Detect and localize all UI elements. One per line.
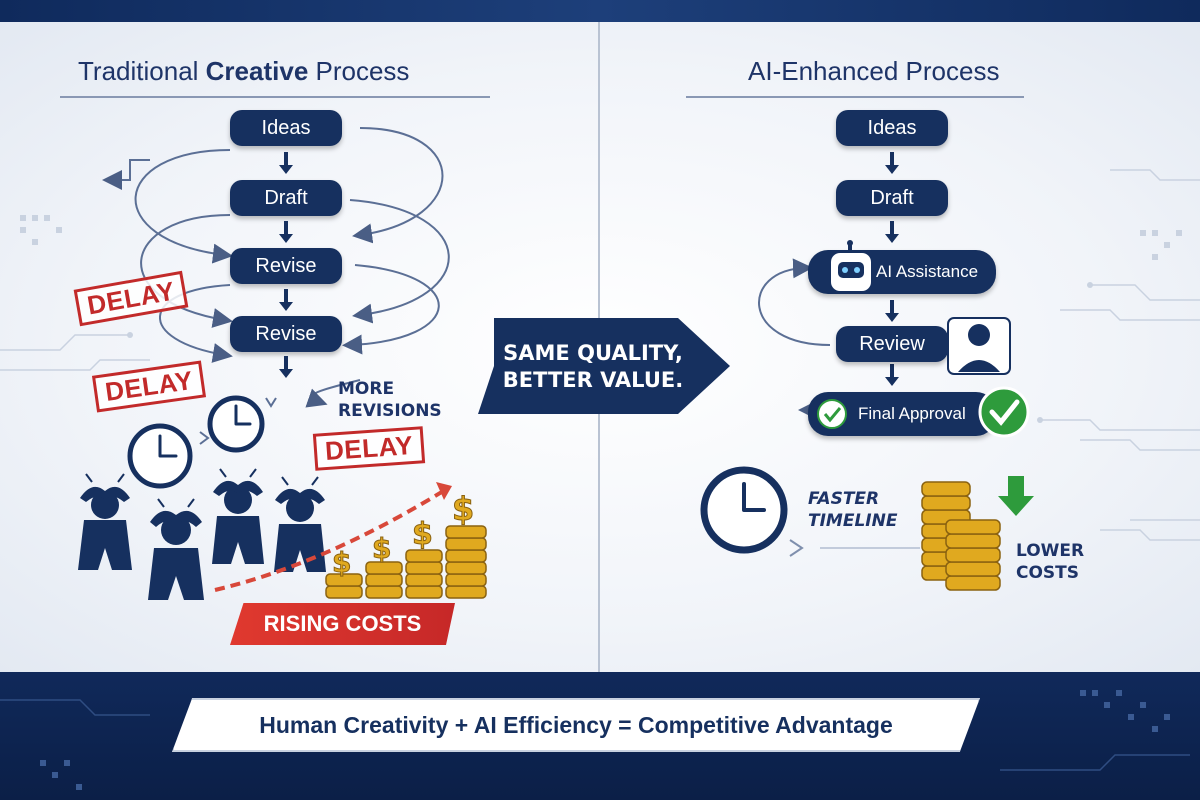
down-arrow-icon bbox=[885, 152, 899, 174]
final-approval-label: Final Approval bbox=[858, 404, 966, 423]
center-line-1: SAME QUALITY, bbox=[503, 341, 683, 365]
lower-costs-label: LOWER COSTS bbox=[1016, 541, 1085, 583]
faster-timeline-label: FASTER TIMELINE bbox=[808, 489, 898, 531]
ai-assistance-label: AI Assistance bbox=[876, 262, 979, 281]
stressed-person-icon bbox=[212, 480, 264, 564]
down-arrow-icon bbox=[279, 356, 293, 378]
step-revise-2: Revise bbox=[230, 316, 342, 352]
dollar-icon: $ bbox=[372, 532, 391, 565]
coin-stack-icon bbox=[921, 481, 1001, 591]
step-revise-1: Revise bbox=[230, 248, 342, 284]
down-arrow-icon bbox=[279, 152, 293, 174]
step-ideas-right: Ideas bbox=[836, 110, 948, 146]
center-line-2: BETTER VALUE. bbox=[502, 368, 684, 392]
step-ideas-left: Ideas bbox=[230, 110, 342, 146]
top-band bbox=[0, 0, 1200, 22]
check-icon bbox=[817, 399, 847, 429]
dollar-icon: $ bbox=[452, 490, 474, 528]
clock-icon bbox=[127, 423, 193, 489]
check-icon bbox=[978, 386, 1030, 438]
center-message: SAME QUALITY, BETTER VALUE. bbox=[498, 340, 688, 394]
step-draft-left: Draft bbox=[230, 180, 342, 216]
right-title-rule bbox=[686, 96, 1024, 98]
down-arrow-icon bbox=[279, 289, 293, 311]
left-panel-title: Traditional Creative Process bbox=[78, 56, 410, 86]
dollar-icon: $ bbox=[412, 517, 433, 552]
down-arrow-icon bbox=[279, 221, 293, 243]
rising-costs-banner: RISING COSTS bbox=[230, 603, 455, 645]
center-arrow-icon bbox=[478, 318, 730, 414]
more-revisions-label: MORE REVISIONS bbox=[338, 379, 442, 421]
footer-tagline: Human Creativity + AI Efficiency = Compe… bbox=[259, 711, 893, 738]
right-panel-title: AI-Enhanced Process bbox=[748, 56, 1000, 86]
down-arrow-icon bbox=[885, 221, 899, 243]
step-draft-right: Draft bbox=[836, 180, 948, 216]
down-arrow-icon bbox=[885, 364, 899, 386]
stressed-person-icon bbox=[78, 486, 132, 570]
dollar-icon: $ bbox=[332, 546, 351, 579]
stressed-person-icon bbox=[148, 510, 204, 600]
left-title-rule bbox=[60, 96, 490, 98]
clock-icon bbox=[700, 466, 788, 554]
coin-stack-icon bbox=[325, 525, 487, 599]
step-review: Review bbox=[836, 326, 948, 362]
down-arrow-icon bbox=[885, 300, 899, 322]
clock-icon bbox=[207, 395, 265, 453]
footer-tagline-bar: Human Creativity + AI Efficiency = Compe… bbox=[172, 698, 980, 752]
down-arrow-icon bbox=[998, 476, 1034, 516]
